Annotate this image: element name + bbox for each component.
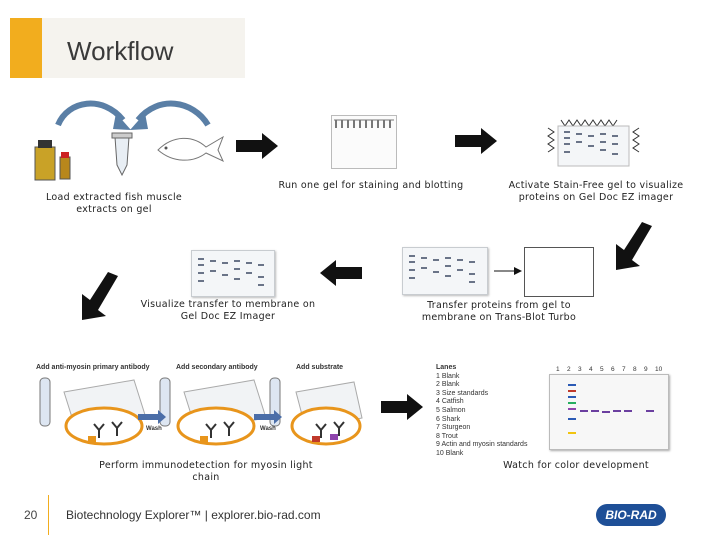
lane-number: 7 — [622, 366, 626, 373]
visualize-blot-image — [191, 250, 275, 297]
arrow-down-left-icon — [616, 222, 652, 270]
developed-membrane-image — [549, 374, 669, 450]
curved-arrow-icon — [135, 100, 211, 127]
gel-image — [331, 115, 397, 169]
secondary-antibody-label: Add secondary antibody — [176, 364, 258, 371]
step-immuno-caption: Perform immunodetection for myosin light… — [99, 460, 313, 484]
lane-number: 5 — [600, 366, 604, 373]
arrow-left-icon — [320, 260, 362, 286]
lane-number: 9 — [644, 366, 648, 373]
step-run-caption: Run one gel for staining and blotting — [278, 180, 464, 191]
lane-numbers: 1 2 3 4 5 6 7 8 9 10 — [556, 366, 668, 376]
lane-number: 4 — [589, 366, 593, 373]
lane-legend-heading: Lanes — [436, 364, 457, 371]
wash-label: Wash — [146, 426, 162, 432]
membrane-image — [524, 247, 594, 297]
activated-gel-image — [546, 118, 641, 168]
immunodetection-illustration: Add anti-myosin primary antibody Add sec… — [34, 360, 364, 448]
page-title: Workflow — [67, 36, 174, 66]
lane-item: 7 Sturgeon — [436, 424, 471, 432]
lane-item: 1 Blank — [436, 372, 460, 380]
lane-item: 5 Salmon — [436, 406, 466, 414]
arrow-right-icon — [381, 394, 423, 420]
title-accent-bar — [10, 18, 42, 78]
lane-number: 8 — [633, 366, 637, 373]
arrow-right-icon — [455, 128, 497, 154]
bio-rad-logo: BIO-RAD — [596, 504, 666, 526]
substrate-label: Add substrate — [296, 364, 344, 371]
lane-item: 6 Shark — [436, 415, 461, 423]
lane-number: 1 — [556, 366, 560, 373]
lane-item: 3 Size standards — [436, 389, 489, 397]
title-background — [10, 18, 245, 78]
footer-text: Biotechnology Explorer™ | explorer.bio-r… — [66, 508, 321, 522]
arrow-down-left-icon — [82, 272, 118, 320]
lane-number: 3 — [578, 366, 582, 373]
primary-antibody-label: Add anti-myosin primary antibody — [36, 364, 150, 371]
lane-item: 9 Actin and myosin standards — [436, 441, 528, 449]
lane-number: 10 — [655, 366, 663, 373]
lane-number: 2 — [567, 366, 571, 373]
page-number: 20 — [24, 508, 38, 522]
arrow-right-icon — [236, 133, 278, 159]
thin-arrow-right-icon — [494, 267, 522, 275]
wash-label: Wash — [260, 426, 276, 432]
lane-item: 4 Catfish — [436, 398, 464, 406]
step-visualize-caption: Visualize transfer to membrane on Gel Do… — [140, 299, 316, 323]
sample-prep-illustration — [34, 100, 225, 181]
lane-item: 10 Blank — [436, 449, 464, 457]
step-transfer-caption: Transfer proteins from gel to membrane o… — [421, 300, 577, 324]
step-load-caption: Load extracted fish muscle extracts on g… — [45, 192, 183, 216]
transfer-blot-image — [402, 247, 488, 295]
lane-number: 6 — [611, 366, 615, 373]
lane-item: 2 Blank — [436, 381, 460, 389]
step-watch-caption: Watch for color development — [503, 460, 649, 471]
step-activate-caption: Activate Stain-Free gel to visualize pro… — [508, 180, 684, 204]
footer-divider — [48, 495, 49, 535]
lane-item: 8 Trout — [436, 432, 458, 440]
curved-arrow-icon — [55, 100, 126, 127]
lane-legend: Lanes 1 Blank 2 Blank 3 Size standards 4… — [436, 364, 556, 459]
